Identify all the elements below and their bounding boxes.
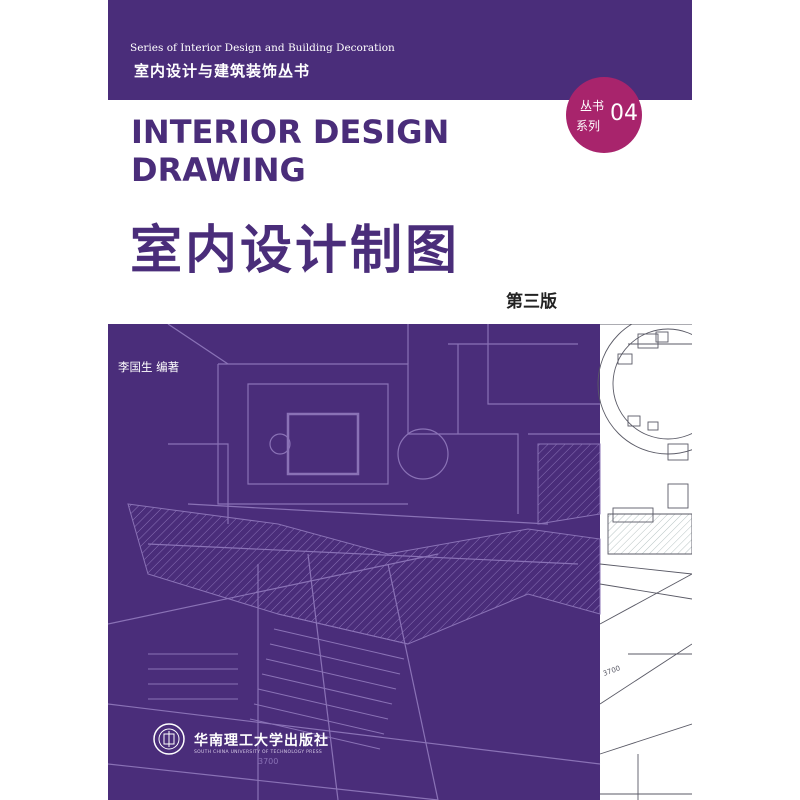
plan-dimension-label: 3700	[258, 757, 278, 766]
floor-plan-illustration: 3700	[108, 324, 692, 800]
title-english: INTERIOR DESIGN DRAWING	[131, 113, 449, 189]
series-title-chinese: 室内设计与建筑装饰丛书	[134, 62, 311, 80]
university-emblem-icon	[152, 722, 186, 756]
edition-label: 第三版	[506, 292, 557, 312]
series-title-english: Series of Interior Design and Building D…	[130, 42, 395, 54]
title-english-line-2: DRAWING	[131, 151, 306, 189]
publisher-name-english: SOUTH CHINA UNIVERSITY OF TECHNOLOGY PRE…	[194, 750, 323, 755]
title-chinese: 室内设计制图	[130, 221, 461, 281]
book-cover: Series of Interior Design and Building D…	[108, 0, 692, 800]
top-band: Series of Interior Design and Building D…	[108, 0, 692, 100]
author-line: 李国生 编著	[118, 360, 180, 374]
badge-number: 04	[610, 101, 638, 126]
title-english-line-1: INTERIOR DESIGN	[131, 113, 450, 151]
series-badge: 丛书 系列 04	[566, 77, 642, 153]
publisher-name: 华南理工大学出版社	[194, 733, 329, 749]
badge-label-1: 丛书	[580, 99, 605, 113]
badge-label-2: 系列	[576, 119, 601, 133]
